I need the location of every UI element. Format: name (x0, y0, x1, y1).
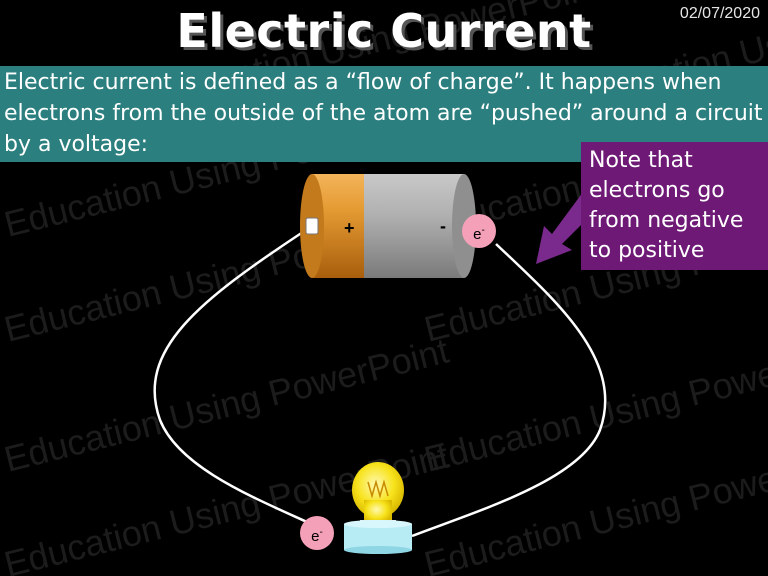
left-wire (153, 228, 321, 530)
electron-label: e (311, 528, 320, 545)
battery (300, 174, 476, 278)
electron-label: e (473, 226, 482, 243)
slide-date: 02/07/2020 (679, 5, 760, 22)
note-line: from negative (589, 208, 744, 233)
definition-text-box: Electric current is defined as a “flow o… (0, 66, 768, 162)
electron-top: e- (462, 214, 496, 248)
note-line: Note that (589, 148, 693, 173)
note-line: electrons go (589, 178, 725, 203)
negative-terminal-label: - (440, 216, 446, 236)
bulb-base (344, 520, 412, 554)
note-box: Note that electrons go from negative to … (581, 142, 768, 270)
light-bulb (352, 462, 404, 526)
electron-charge: - (481, 225, 485, 236)
note-line: to positive (589, 238, 705, 263)
right-wire (411, 243, 607, 538)
electron-charge: - (319, 527, 323, 538)
positive-terminal-label: + (344, 218, 355, 238)
electron-bottom: e- (300, 516, 334, 550)
definition-text: Electric current is defined as a “flow o… (4, 70, 763, 157)
slide-title: Electric Current (176, 4, 592, 58)
